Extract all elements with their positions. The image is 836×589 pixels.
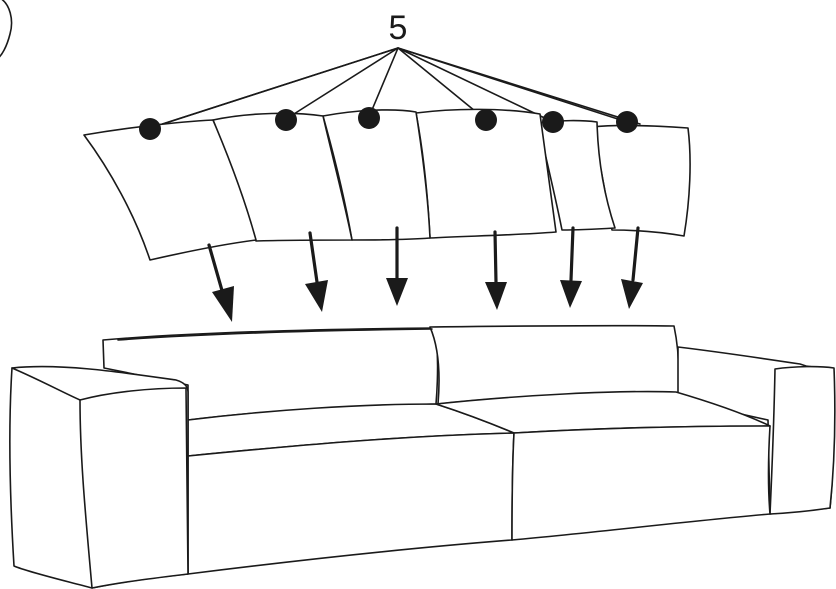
hanger-line [285, 47, 399, 120]
hanger-line [397, 47, 487, 121]
pillow [83, 119, 257, 261]
down-arrow [386, 226, 408, 306]
down-arrow [305, 231, 328, 312]
left-armrest-top [11, 367, 81, 401]
hanger-line [397, 47, 641, 125]
hanger-dots [139, 107, 638, 140]
hanger-dot [616, 111, 638, 133]
left-armrest-front [79, 387, 189, 589]
seat-front-left [187, 432, 515, 575]
pillow [322, 109, 431, 241]
hanger-line [397, 47, 554, 123]
back-top-edge [117, 328, 433, 341]
right-armrest-front [769, 365, 836, 515]
down-arrow [485, 230, 507, 310]
pillow [537, 119, 616, 231]
hanger-dot [139, 118, 161, 140]
arrows [207, 226, 643, 322]
down-arrow [560, 226, 582, 308]
hanger-dot [475, 109, 497, 131]
hanger-lines [137, 47, 641, 133]
hanger-line [368, 47, 399, 118]
down-arrow [621, 226, 643, 309]
down-arrow [207, 243, 234, 322]
hanger-dot [542, 111, 564, 133]
hanger-dot [275, 109, 297, 131]
step-circle [0, 0, 13, 58]
sofa [9, 324, 836, 589]
hanger-line [137, 47, 399, 133]
step-number: 5 [389, 9, 408, 47]
hanger-dot [358, 107, 380, 129]
seat-front-right [511, 425, 771, 541]
pillows [83, 108, 691, 261]
